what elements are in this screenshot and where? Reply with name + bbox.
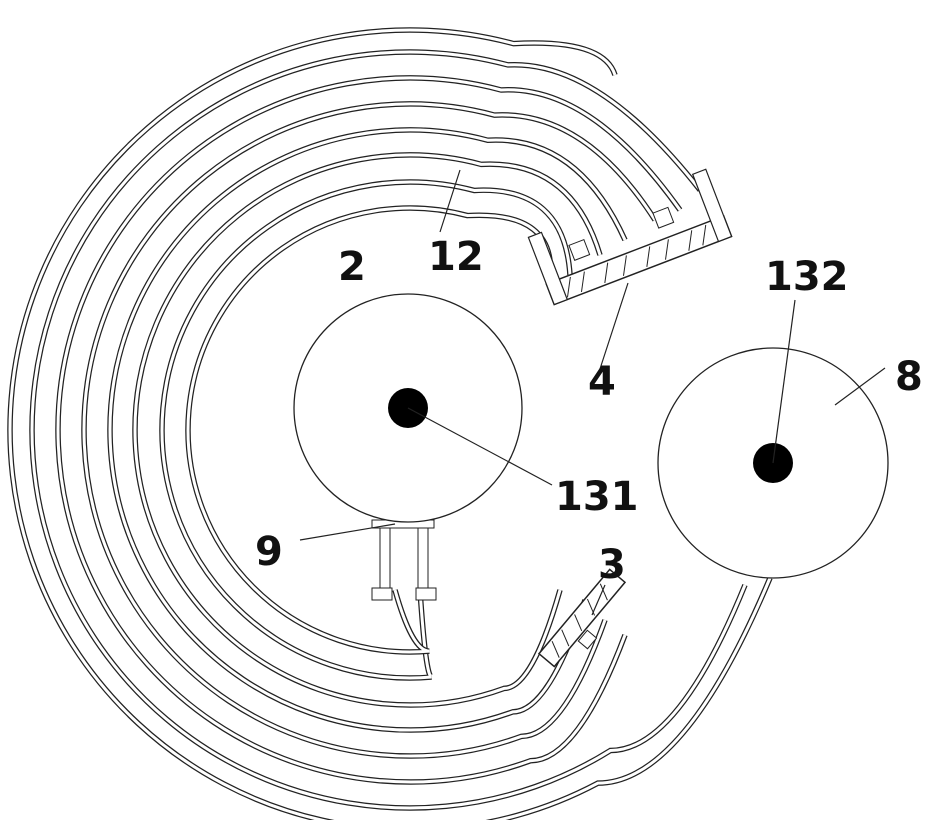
label-131: 131 <box>555 474 639 520</box>
label-8: 8 <box>895 354 923 400</box>
label-12: 12 <box>428 234 484 280</box>
label-132: 132 <box>765 254 849 300</box>
label-9: 9 <box>255 529 283 575</box>
pipe-fitting-9 <box>372 520 436 600</box>
label-3: 3 <box>598 542 626 588</box>
label-4: 4 <box>588 359 616 405</box>
label-2: 2 <box>338 244 366 290</box>
